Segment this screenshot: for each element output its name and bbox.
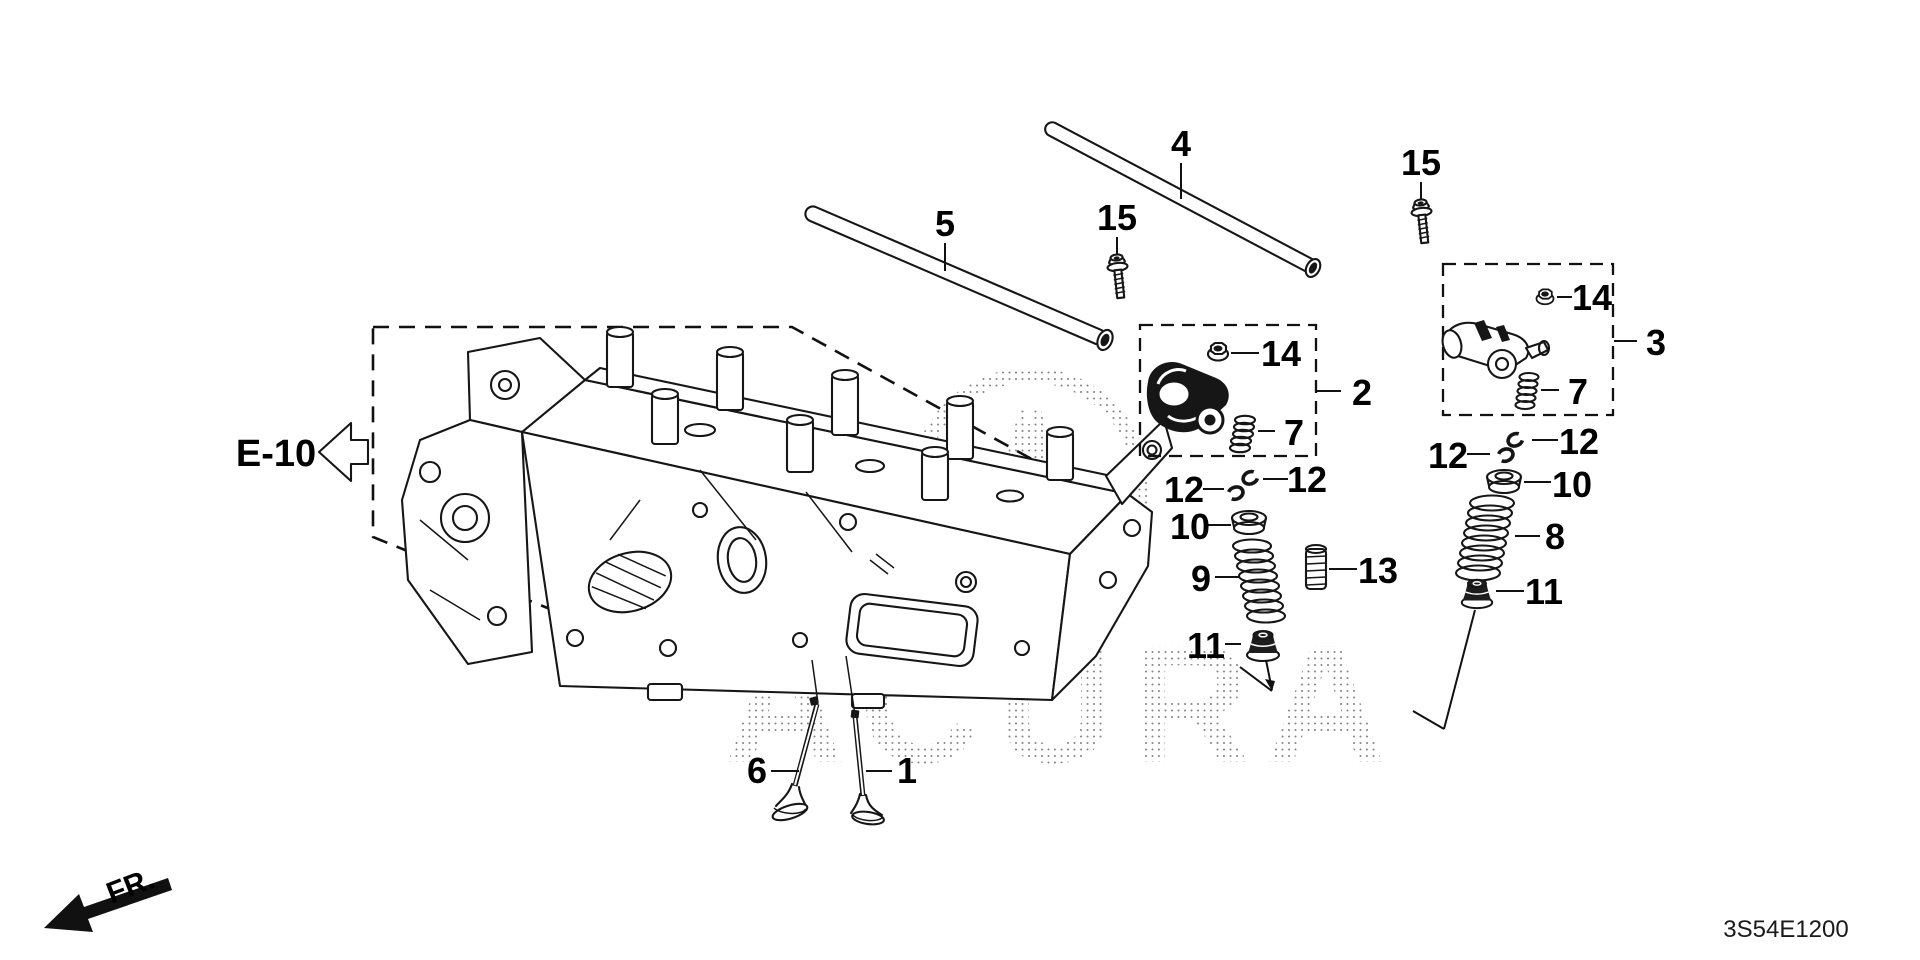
callout-15-a[interactable]: 15 [1097, 197, 1137, 238]
front-direction-label: FR. [102, 862, 159, 910]
pointer-right [1412, 609, 1476, 730]
front-direction: FR. [44, 862, 172, 932]
callout-4[interactable]: 4 [1171, 123, 1191, 164]
acura-emblem-slit [1028, 402, 1033, 424]
valve-guide-towers [605, 325, 1075, 502]
callout-12-b[interactable]: 12 [1428, 435, 1468, 476]
oval-port [716, 526, 768, 594]
cylinder-head-drawing [400, 325, 1174, 716]
valve-parts-right-group: 12 12 10 8 [1412, 421, 1599, 730]
hatched-port [587, 550, 673, 614]
callout-6[interactable]: 6 [747, 750, 767, 791]
callout-12-c[interactable]: 12 [1164, 469, 1204, 510]
spring-7-drawing-a [1228, 414, 1257, 454]
bolt-15-b [1410, 198, 1433, 245]
diagram-code: 3S54E1200 [1723, 916, 1848, 943]
callout-15-b[interactable]: 15 [1401, 142, 1441, 183]
rocker-arm-assembly-3-drawing [1441, 320, 1551, 380]
spring-retainer-10-a [1485, 468, 1523, 495]
shaft-5-drawing [804, 205, 1114, 352]
rocker-arm-assembly-2-drawing [1146, 362, 1229, 435]
callout-1[interactable]: 1 [897, 750, 917, 791]
side-opening [845, 592, 979, 668]
e10-reference: E-10 [236, 421, 370, 483]
callout-12-a[interactable]: 12 [1559, 421, 1599, 462]
valve-spring-9-drawing [1231, 538, 1287, 624]
e10-reference-arrow-icon [317, 421, 370, 483]
valve-seal-11-b [1245, 630, 1281, 663]
valve-parts-middle-group: 12 12 10 9 1 [1164, 459, 1398, 692]
nut-14-drawing-a [1206, 341, 1230, 362]
nut-14-drawing-b [1535, 288, 1555, 306]
callout-11-b[interactable]: 11 [1187, 625, 1225, 666]
valve-seal-11-a [1460, 578, 1494, 610]
valve-keeper-12-b [1497, 447, 1515, 464]
callout-9[interactable]: 9 [1191, 558, 1211, 599]
valve-spring-8-drawing [1454, 494, 1516, 582]
spring-7-drawing-b [1514, 371, 1540, 411]
callout-8[interactable]: 8 [1545, 516, 1565, 557]
spring-retainer-10-b [1230, 509, 1268, 536]
callout-7-b[interactable]: 7 [1568, 371, 1588, 412]
callout-11-a[interactable]: 11 [1525, 571, 1563, 612]
callout-14-a[interactable]: 14 [1261, 333, 1301, 374]
callout-5[interactable]: 5 [935, 203, 955, 244]
pointer-middle-arrowhead [1265, 679, 1275, 691]
callout-2[interactable]: 2 [1352, 372, 1372, 413]
group-box-2: 14 7 2 [1138, 323, 1372, 458]
callout-3[interactable]: 3 [1646, 322, 1666, 363]
callout-14-b[interactable]: 14 [1572, 277, 1612, 318]
e10-reference-label[interactable]: E-10 [236, 433, 316, 475]
valve-keeper-12-a [1506, 431, 1525, 448]
callout-7-a[interactable]: 7 [1284, 412, 1304, 453]
box-2-outline [1138, 323, 1318, 458]
valve-keeper-12-d [1227, 485, 1245, 502]
valve-1-drawing [849, 709, 885, 826]
callout-12-d[interactable]: 12 [1287, 459, 1327, 500]
bolt-15-a [1106, 253, 1129, 300]
spring-13-drawing [1304, 543, 1328, 591]
callout-10-b[interactable]: 10 [1170, 506, 1210, 547]
valve-keeper-12-c [1241, 469, 1260, 486]
group-box-3: 14 7 3 [1441, 262, 1666, 417]
front-direction-arrow-icon [44, 878, 172, 932]
callout-13[interactable]: 13 [1358, 550, 1398, 591]
callout-10-a[interactable]: 10 [1552, 464, 1592, 505]
box-3-outline [1441, 262, 1615, 417]
